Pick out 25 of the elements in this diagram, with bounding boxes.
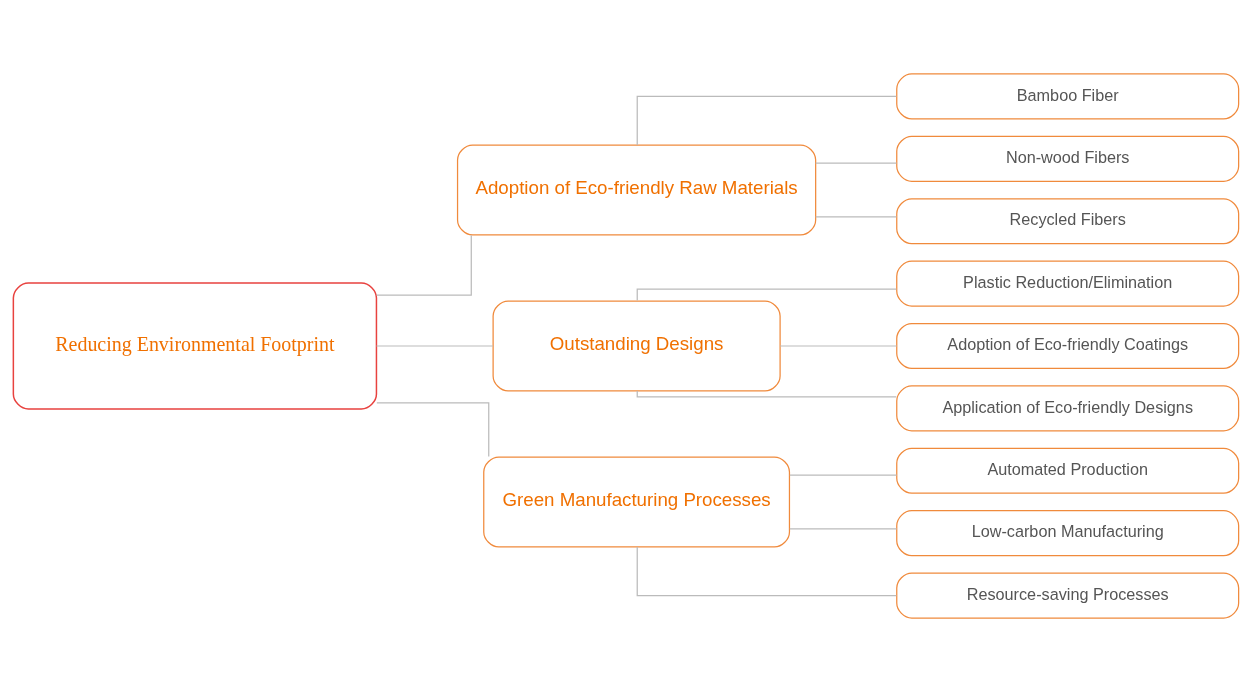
connector <box>779 344 898 347</box>
node-box: Automated Production <box>896 447 1240 494</box>
node-box: Low-carbon Manufacturing <box>896 509 1240 556</box>
node-box: Resource-saving Processes <box>896 571 1240 619</box>
node-box: Application of Eco-friendly Designs <box>896 384 1240 431</box>
node-box: Bamboo Fiber <box>896 72 1240 120</box>
node-box: Adoption of Eco-friendly Coatings <box>896 322 1240 369</box>
node-box: Outstanding Designs <box>492 299 781 392</box>
connector <box>815 162 898 164</box>
node-box: Green Manufacturing Processes <box>483 455 791 547</box>
node-box: Reducing Environmental Footprint <box>12 281 378 410</box>
connector <box>636 287 897 301</box>
connector <box>375 234 472 296</box>
node-box: Recycled Fibers <box>896 197 1240 244</box>
connector <box>375 344 494 347</box>
node-box: Adoption of Eco-friendly Raw Materials <box>456 144 817 236</box>
connector <box>376 401 490 457</box>
connector <box>636 95 897 145</box>
node-box: Plastic Reduction/Elimination <box>896 260 1240 307</box>
connector <box>789 474 898 476</box>
connector <box>636 390 897 398</box>
connector <box>636 546 897 596</box>
connector <box>815 215 898 217</box>
connector <box>789 527 898 529</box>
node-box: Non-wood Fibers <box>896 135 1240 182</box>
